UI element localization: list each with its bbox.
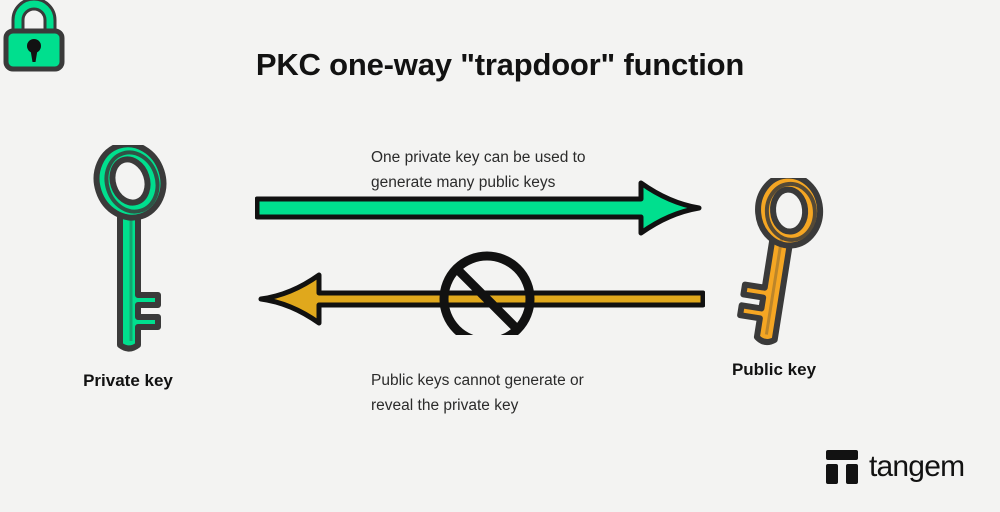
public-key-label: Public key — [731, 360, 817, 379]
logo-mark-bar-top — [826, 450, 858, 460]
logo-mark-bar-left — [826, 464, 838, 484]
tangem-logo-mark-icon — [826, 450, 858, 484]
forward-flow-caption: One private key can be used to generate … — [371, 145, 671, 195]
reverse-flow-caption-line2: reveal the private key — [371, 397, 519, 414]
flow-arrows — [254, 175, 706, 347]
forward-flow-caption-line2: generate many public keys — [371, 174, 556, 191]
private-key-icon — [62, 141, 212, 360]
private-key-label: Private key — [83, 371, 173, 390]
reverse-flow-caption: Public keys cannot generate or reveal th… — [371, 368, 671, 418]
reverse-flow-caption-line1: Public keys cannot generate or — [371, 372, 584, 389]
page-title: PKC one-way "trapdoor" function — [255, 47, 745, 82]
public-key-icon — [714, 172, 849, 358]
padlock-icon — [0, 0, 68, 72]
tangem-logo-text: tangem — [869, 450, 965, 483]
forward-flow-caption-line1: One private key can be used to — [371, 149, 586, 166]
forward-arrow — [254, 180, 702, 236]
logo-mark-bar-right — [846, 464, 858, 484]
tangem-logo: tangem — [826, 450, 965, 484]
